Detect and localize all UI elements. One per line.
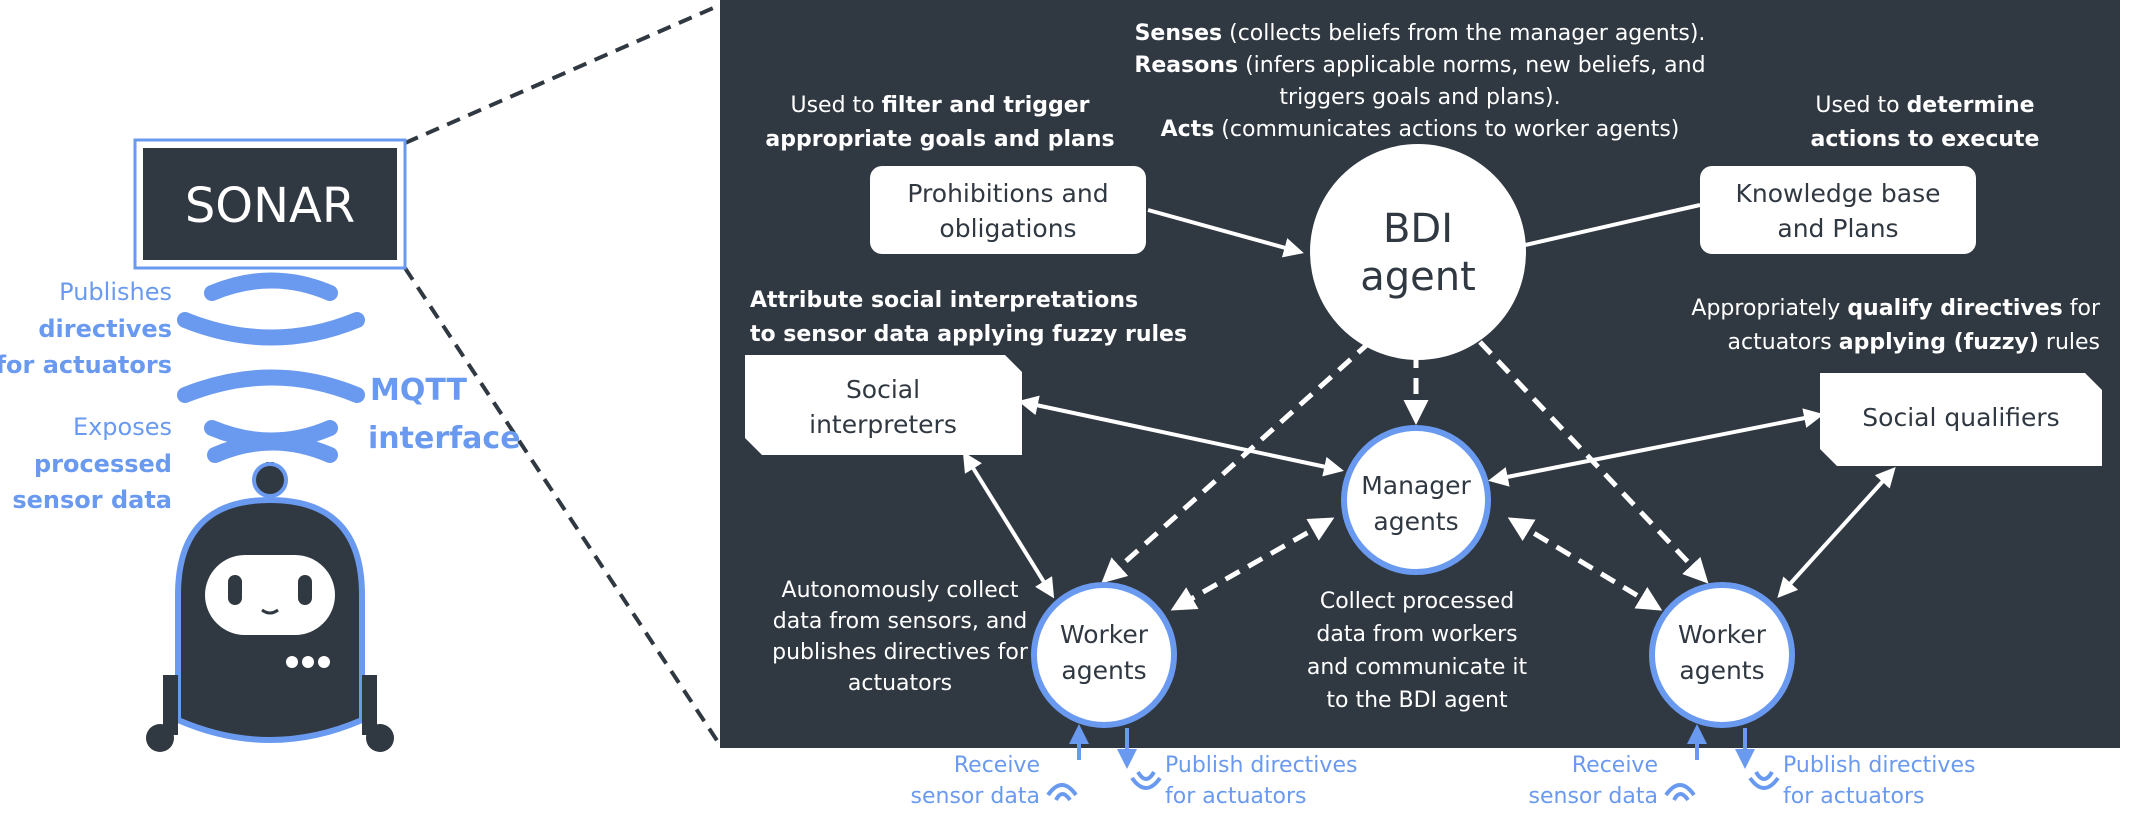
node-prohibitions: Prohibitions and obligations: [870, 166, 1146, 254]
svg-text:Used to determine: Used to determine: [1815, 93, 2034, 118]
svg-text:sensor data: sensor data: [911, 784, 1040, 809]
sonar-box: SONAR: [133, 138, 407, 270]
mqtt-label: MQTT interface: [368, 373, 521, 456]
svg-text:interface: interface: [368, 421, 521, 456]
svg-text:to sensor data applying fuzzy: to sensor data applying fuzzy rules: [750, 322, 1187, 347]
svg-text:Used to filter and trigger: Used to filter and trigger: [790, 93, 1089, 118]
zoom-line-top: [404, 3, 721, 145]
bdi-description: Senses (collects beliefs from the manage…: [1134, 21, 1705, 142]
arrow-interp-worker: [962, 451, 1055, 599]
svg-text:to the BDI agent: to the BDI agent: [1326, 688, 1508, 713]
svg-text:Receive: Receive: [954, 753, 1040, 778]
io-left: [1046, 724, 1162, 802]
arrow-interp-manager: [1018, 395, 1344, 477]
svg-text:actions to execute: actions to execute: [1811, 127, 2040, 152]
exposes-label: Exposes processed sensor data: [12, 413, 172, 514]
node-bdi: BDI agent: [1310, 144, 1526, 360]
arrow-manager-worker-left: [1170, 517, 1335, 611]
node-manager: Manager agents: [1341, 425, 1491, 575]
mqtt-waves-icon: [177, 272, 365, 463]
interp-note: Attribute social interpretations to sens…: [750, 288, 1187, 347]
arrow-manager-worker-right: [1507, 517, 1663, 611]
arrow-kb-to-bdi: [1491, 203, 1701, 259]
qual-note: Appropriately qualify directives for act…: [1691, 296, 2101, 355]
svg-text:Social: Social: [846, 375, 920, 404]
node-worker-right: Worker agents: [1649, 582, 1795, 728]
arrow-bdi-worker-left: [1101, 340, 1372, 584]
svg-text:Senses (collects beliefs from: Senses (collects beliefs from the manage…: [1135, 21, 1706, 46]
svg-text:Exposes: Exposes: [73, 413, 172, 441]
svg-text:actuators applying (fuzzy) rul: actuators applying (fuzzy) rules: [1728, 330, 2100, 355]
svg-text:Worker: Worker: [1678, 620, 1767, 649]
svg-text:Publish directives: Publish directives: [1783, 753, 1975, 778]
sonar-label: SONAR: [185, 178, 355, 234]
svg-text:and communicate it: and communicate it: [1307, 655, 1528, 680]
zoom-line-bottom: [403, 266, 722, 747]
svg-text:sensor data: sensor data: [12, 486, 172, 514]
svg-text:BDI: BDI: [1383, 206, 1453, 252]
robot-icon: [146, 462, 394, 752]
solid-arrows: [962, 203, 1896, 599]
svg-text:appropriate goals and plans: appropriate goals and plans: [765, 127, 1114, 152]
svg-text:Autonomously collect: Autonomously collect: [782, 578, 1019, 603]
svg-text:Prohibitions and: Prohibitions and: [907, 179, 1108, 208]
svg-text:Receive: Receive: [1572, 753, 1658, 778]
publishes-label: Publishes directives for actuators: [0, 278, 172, 379]
svg-text:for actuators: for actuators: [1783, 784, 1924, 809]
svg-text:data from workers: data from workers: [1316, 622, 1517, 647]
svg-text:interpreters: interpreters: [809, 410, 957, 439]
kb-note: Used to determine actions to execute: [1811, 93, 2040, 152]
svg-text:triggers goals and plans).: triggers goals and plans).: [1279, 85, 1560, 110]
svg-text:Attribute social interpretatio: Attribute social interpretations: [750, 288, 1138, 313]
svg-text:Worker: Worker: [1060, 620, 1149, 649]
arrow-qual-worker: [1777, 467, 1896, 598]
manager-note: Collect processed data from workers and …: [1307, 589, 1528, 713]
sensor-waves-left-icon: [1046, 770, 1162, 802]
svg-text:Acts (communicates actions to: Acts (communicates actions to worker age…: [1161, 117, 1680, 142]
svg-text:agents: agents: [1373, 507, 1458, 536]
svg-text:Social qualifiers: Social qualifiers: [1862, 403, 2059, 432]
svg-text:obligations: obligations: [939, 214, 1076, 243]
svg-text:and Plans: and Plans: [1777, 214, 1898, 243]
svg-text:agents: agents: [1679, 656, 1764, 685]
arrow-norms-to-bdi: [1147, 208, 1304, 258]
svg-text:publishes directives for: publishes directives for: [772, 640, 1029, 665]
svg-text:agent: agent: [1360, 254, 1476, 300]
norms-note: Used to filter and trigger appropriate g…: [765, 93, 1114, 152]
svg-text:processed: processed: [34, 450, 172, 478]
svg-text:Appropriately qualify directiv: Appropriately qualify directives for: [1691, 296, 2101, 321]
svg-text:agents: agents: [1061, 656, 1146, 685]
arrow-bdi-worker-right: [1478, 340, 1709, 584]
io-right-labels: Receive sensor data Publish directives f…: [1529, 753, 1976, 809]
dashed-arrows: [1101, 340, 1709, 611]
svg-text:actuators: actuators: [848, 671, 952, 696]
svg-text:Collect processed: Collect processed: [1320, 589, 1514, 614]
node-qualifiers: Social qualifiers: [1820, 373, 2102, 466]
svg-text:data from sensors, and: data from sensors, and: [773, 609, 1027, 634]
svg-text:Reasons (infers applicable nor: Reasons (infers applicable norms, new be…: [1134, 53, 1705, 78]
svg-text:MQTT: MQTT: [370, 373, 468, 408]
svg-text:Publishes: Publishes: [59, 278, 172, 306]
sensor-waves-right-icon: [1664, 770, 1780, 802]
svg-text:for actuators: for actuators: [1165, 784, 1306, 809]
node-worker-left: Worker agents: [1031, 582, 1177, 728]
io-left-labels: Receive sensor data Publish directives f…: [911, 753, 1358, 809]
io-right: [1664, 724, 1780, 802]
svg-text:sensor data: sensor data: [1529, 784, 1658, 809]
svg-text:directives: directives: [38, 315, 172, 343]
svg-text:Manager: Manager: [1361, 471, 1471, 500]
node-interpreters: Social interpreters: [745, 355, 1022, 455]
svg-text:Publish directives: Publish directives: [1165, 753, 1357, 778]
arrow-qual-manager: [1488, 408, 1824, 487]
svg-text:for actuators: for actuators: [0, 351, 172, 379]
node-knowledge: Knowledge base and Plans: [1700, 166, 1976, 254]
svg-text:Knowledge base: Knowledge base: [1736, 179, 1941, 208]
